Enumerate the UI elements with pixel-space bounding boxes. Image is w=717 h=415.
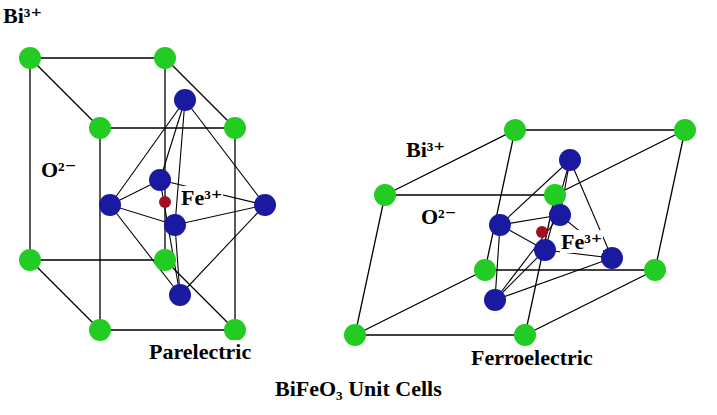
cubic-front-face: [100, 128, 235, 330]
cell-edges: [30, 58, 685, 335]
phase-label: Parelectric: [148, 340, 252, 363]
ion-label: O²⁻: [40, 158, 77, 181]
phase-label: Ferroelectric: [470, 346, 594, 369]
ion-label: Bi³⁺: [405, 138, 446, 161]
figure-caption: BiFeO₃ Unit Cells: [275, 376, 442, 402]
bi-atoms: [19, 47, 696, 346]
ion-label: Fe³⁺: [560, 230, 603, 253]
octahedron-edges: [110, 100, 612, 300]
o-atoms: [99, 89, 623, 311]
rhombo-edge: [355, 195, 525, 335]
cubic-back-face: [30, 58, 165, 260]
ion-label: O²⁻: [420, 205, 457, 228]
ion-label: Bi³⁺: [2, 4, 43, 27]
ion-label: Fe³⁺: [180, 186, 223, 209]
